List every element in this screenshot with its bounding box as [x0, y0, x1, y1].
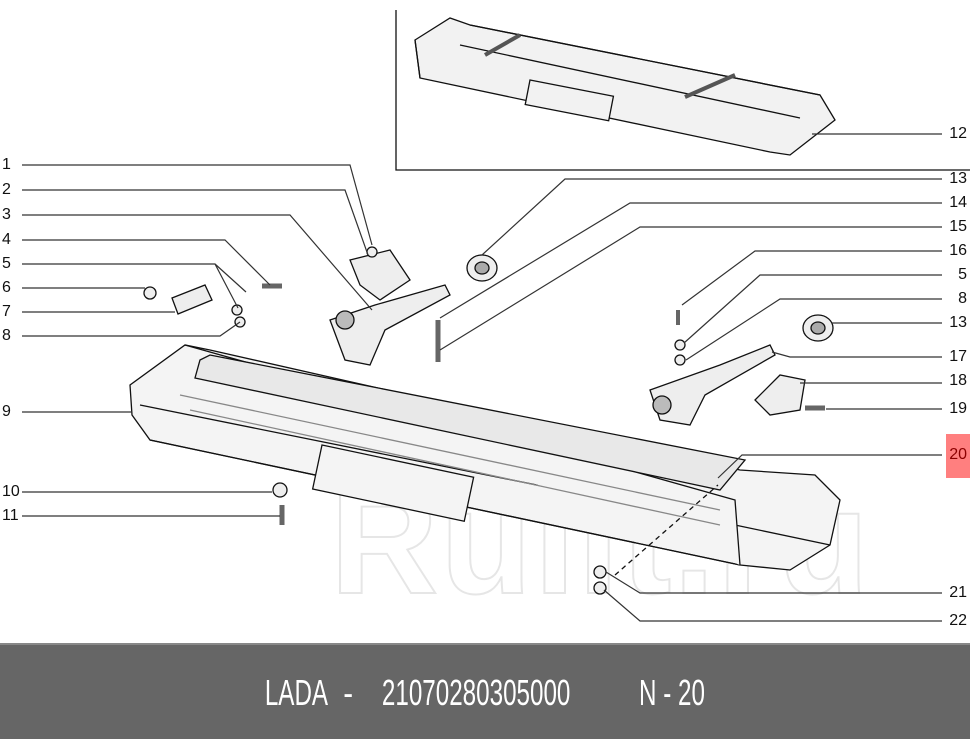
callout-label: 5 — [2, 255, 11, 272]
callout-label: 12 — [949, 125, 967, 142]
callout-label: 14 — [949, 194, 967, 211]
callout-label: 8 — [958, 290, 967, 307]
callout-label: 19 — [949, 400, 967, 417]
callout-label: 7 — [2, 303, 11, 320]
footer-part-number: 21070280305000 — [381, 672, 571, 713]
inset-frame — [395, 10, 970, 171]
callout-label: 16 — [949, 242, 967, 259]
callout-label: 17 — [949, 348, 967, 365]
hardware — [143, 246, 834, 595]
callout-label: 15 — [949, 218, 967, 235]
callout-label-highlighted[interactable]: 20 — [946, 434, 970, 478]
callout-label: 11 — [2, 507, 19, 524]
callout-label: 13 — [949, 170, 967, 187]
diagram-drawing — [22, 10, 970, 622]
main-bumper — [129, 344, 841, 571]
callout-label: 9 — [2, 403, 11, 420]
callout-label: 22 — [949, 612, 967, 629]
callout-label: 8 — [2, 327, 11, 344]
footer-bar: LADA - 21070280305000 N - 20 — [0, 643, 970, 739]
callout-label: 5 — [958, 266, 967, 283]
callout-label: 1 — [2, 156, 11, 173]
callout-label: 2 — [2, 181, 11, 198]
callout-label: 6 — [2, 279, 11, 296]
callout-label: 4 — [2, 231, 11, 248]
callout-label: 3 — [2, 206, 11, 223]
callout-label: 18 — [949, 372, 967, 389]
callout-label: 13 — [949, 314, 967, 331]
footer-brand: LADA — [264, 672, 328, 713]
footer-position: N - 20 — [639, 672, 706, 713]
callout-label: 21 — [949, 584, 967, 601]
callout-lines — [22, 133, 942, 622]
inset-bumper — [414, 17, 836, 156]
callout-label: 10 — [2, 483, 20, 500]
